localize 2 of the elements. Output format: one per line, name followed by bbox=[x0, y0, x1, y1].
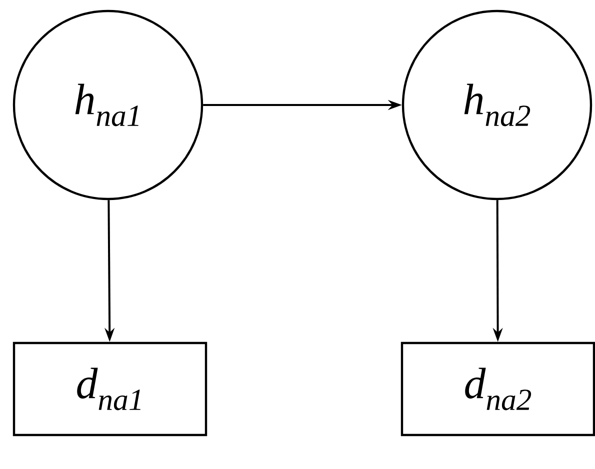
output-box: d$_{na2}$ bbox=[400, 342, 595, 436]
output-box: d$_{na1}$ bbox=[12, 342, 208, 436]
